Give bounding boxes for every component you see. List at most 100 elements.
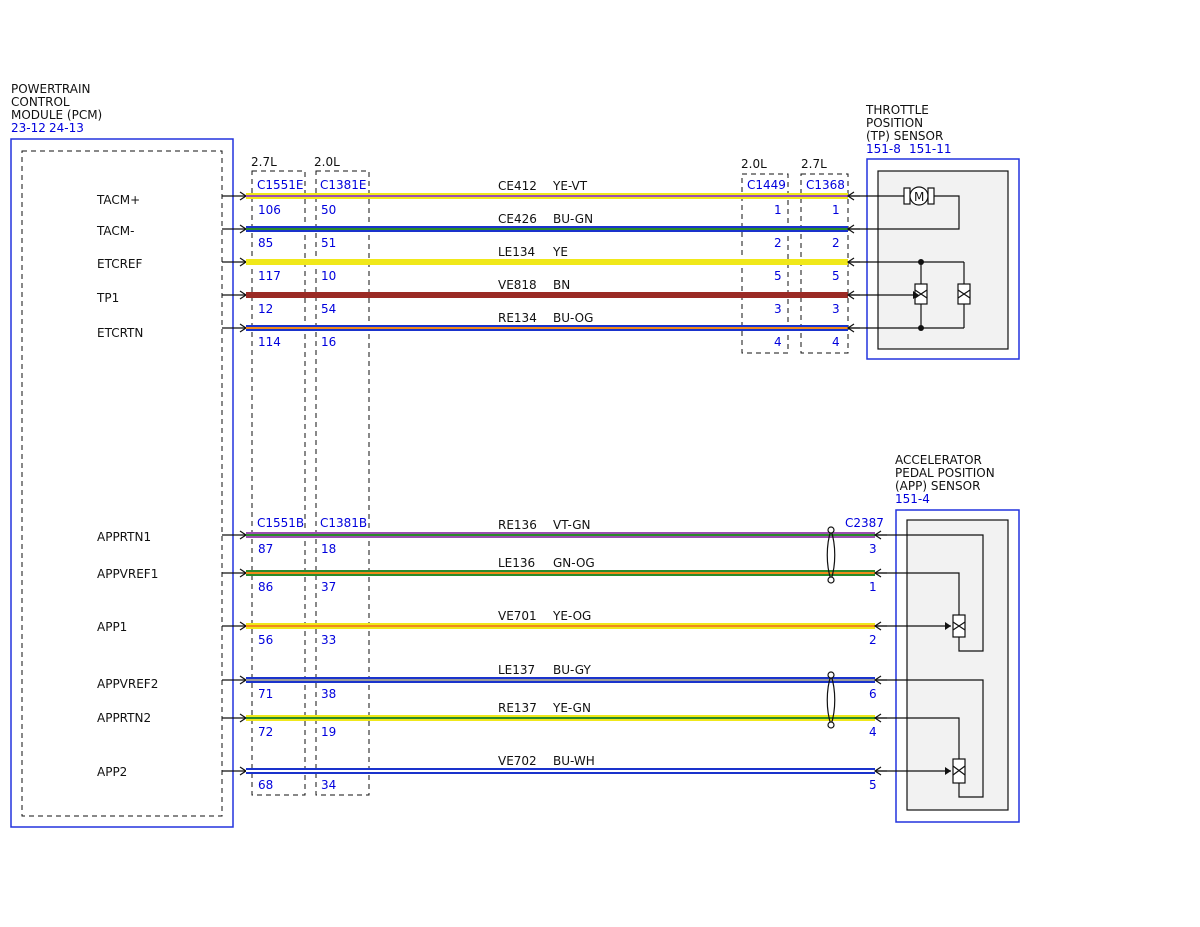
tp-ref-1[interactable]: 151-8 — [866, 142, 901, 156]
tp-ref-2[interactable]: 151-11 — [909, 142, 952, 156]
pin-number: 3 — [832, 302, 840, 316]
pin-number: 33 — [321, 633, 336, 647]
app-sensor-box — [895, 509, 1020, 823]
pin-number: 38 — [321, 687, 336, 701]
connector-c1449[interactable]: C1449 — [747, 178, 786, 192]
connector-c1368[interactable]: C1368 — [806, 178, 845, 192]
connector-c1381e[interactable]: C1381E — [320, 178, 367, 192]
wire-stripe — [246, 261, 848, 263]
pin-number: 56 — [258, 633, 273, 647]
pin-number: 2 — [832, 236, 840, 250]
connector-c2387[interactable]: C2387 — [845, 516, 884, 530]
pin-number: 50 — [321, 203, 336, 217]
twisted-pair-1 — [826, 526, 836, 584]
connector-column-left-b — [315, 170, 370, 796]
pin-number: 2 — [774, 236, 782, 250]
engine-label-left-b: 2.0L — [314, 155, 340, 169]
pin-number: 54 — [321, 302, 336, 316]
pin-number: 12 — [258, 302, 273, 316]
tp-title-line-3: (TP) SENSOR — [866, 129, 943, 143]
pin-number: 18 — [321, 542, 336, 556]
pin-number: 87 — [258, 542, 273, 556]
pin-number: 2 — [869, 633, 877, 647]
connector-c1551e[interactable]: C1551E — [257, 178, 304, 192]
app-potentiometer-2-icon — [875, 679, 984, 798]
pcm-title: POWERTRAIN CONTROL MODULE (PCM) 23-12 24… — [11, 82, 102, 135]
circuit-label: CE412 — [498, 179, 537, 193]
signal-label: ETCRTN — [97, 326, 143, 340]
tp-sensor-box — [866, 158, 1020, 360]
pin-number: 51 — [321, 236, 336, 250]
connector-c1551b[interactable]: C1551B — [257, 516, 304, 530]
pcm-box — [10, 138, 234, 828]
app-title-line-3: (APP) SENSOR — [895, 479, 980, 493]
wire-color-label: YE-OG — [552, 609, 591, 623]
wire-stripe — [246, 228, 848, 230]
pin-number: 5 — [869, 778, 877, 792]
pin-number: 34 — [321, 778, 336, 792]
pcm-title-line-3: MODULE (PCM) — [11, 108, 102, 122]
pin-number: 3 — [869, 542, 877, 556]
wire-color-label: BU-OG — [553, 311, 593, 325]
tp-title-line-1: THROTTLE — [865, 103, 929, 117]
circuit-label: VE701 — [498, 609, 537, 623]
signal-label: TP1 — [96, 291, 119, 305]
signal-label: APPRTN2 — [97, 711, 151, 725]
wire-color-label: VT-GN — [553, 518, 590, 532]
signal-label: ETCREF — [97, 257, 143, 271]
motor-icon: M — [848, 186, 960, 230]
pin-number: 19 — [321, 725, 336, 739]
app-sensor-title: ACCELERATOR PEDAL POSITION (APP) SENSOR … — [895, 453, 995, 506]
pin-number: 1 — [832, 203, 840, 217]
pin-number: 10 — [321, 269, 336, 283]
pin-number: 86 — [258, 580, 273, 594]
pin-number: 4 — [832, 335, 840, 349]
wire-stripe — [246, 534, 875, 536]
pcm-title-line-1: POWERTRAIN — [11, 82, 91, 96]
tp-sensor-inner — [877, 170, 1009, 350]
wire-stripe — [246, 770, 875, 772]
wire-stripe — [246, 327, 848, 329]
pin-number: 1 — [869, 580, 877, 594]
circuit-label: LE136 — [498, 556, 535, 570]
wire-color-label: BU-GN — [553, 212, 593, 226]
signal-label: APP1 — [97, 620, 127, 634]
signal-label: APP2 — [97, 765, 127, 779]
pin-number: 1 — [774, 203, 782, 217]
app-ref-1[interactable]: 151-4 — [895, 492, 930, 506]
wire-stripe — [246, 572, 875, 574]
pin-number: 4 — [869, 725, 877, 739]
app-potentiometer-1-icon — [875, 534, 984, 652]
wire-color-label: YE-VT — [552, 179, 588, 193]
circuit-label: RE134 — [498, 311, 537, 325]
wire-color-label: BU-WH — [553, 754, 595, 768]
circuit-label: LE134 — [498, 245, 535, 259]
pin-number: 5 — [832, 269, 840, 283]
pcm-ref-1[interactable]: 23-12 — [11, 121, 46, 135]
engine-label-right-a: 2.0L — [741, 157, 767, 171]
circuit-label: RE136 — [498, 518, 537, 532]
pin-number: 16 — [321, 335, 336, 349]
signal-labels: TACM+TACM-ETCREFTP1ETCRTNAPPRTN1APPVREF1… — [96, 193, 158, 779]
pin-number: 5 — [774, 269, 782, 283]
pin-number: 114 — [258, 335, 281, 349]
wire-color-label: BN — [553, 278, 570, 292]
pcm-ref-2[interactable]: 24-13 — [49, 121, 84, 135]
signal-label: APPVREF1 — [97, 567, 158, 581]
pcm-title-line-2: CONTROL — [11, 95, 70, 109]
wire-stripe — [246, 294, 848, 296]
tp-title-line-2: POSITION — [866, 116, 923, 130]
connector-column-left-a — [251, 170, 306, 796]
wire-stripe — [246, 679, 875, 681]
pin-number: 68 — [258, 778, 273, 792]
pin-number: 6 — [869, 687, 877, 701]
app-title-line-1: ACCELERATOR — [895, 453, 982, 467]
connector-c1381b[interactable]: C1381B — [320, 516, 367, 530]
wire-color-label: YE — [552, 245, 568, 259]
signal-label: TACM- — [96, 224, 134, 238]
twisted-pair-2 — [826, 671, 836, 729]
signal-label: APPVREF2 — [97, 677, 158, 691]
tp-potentiometer-icon — [848, 259, 971, 331]
